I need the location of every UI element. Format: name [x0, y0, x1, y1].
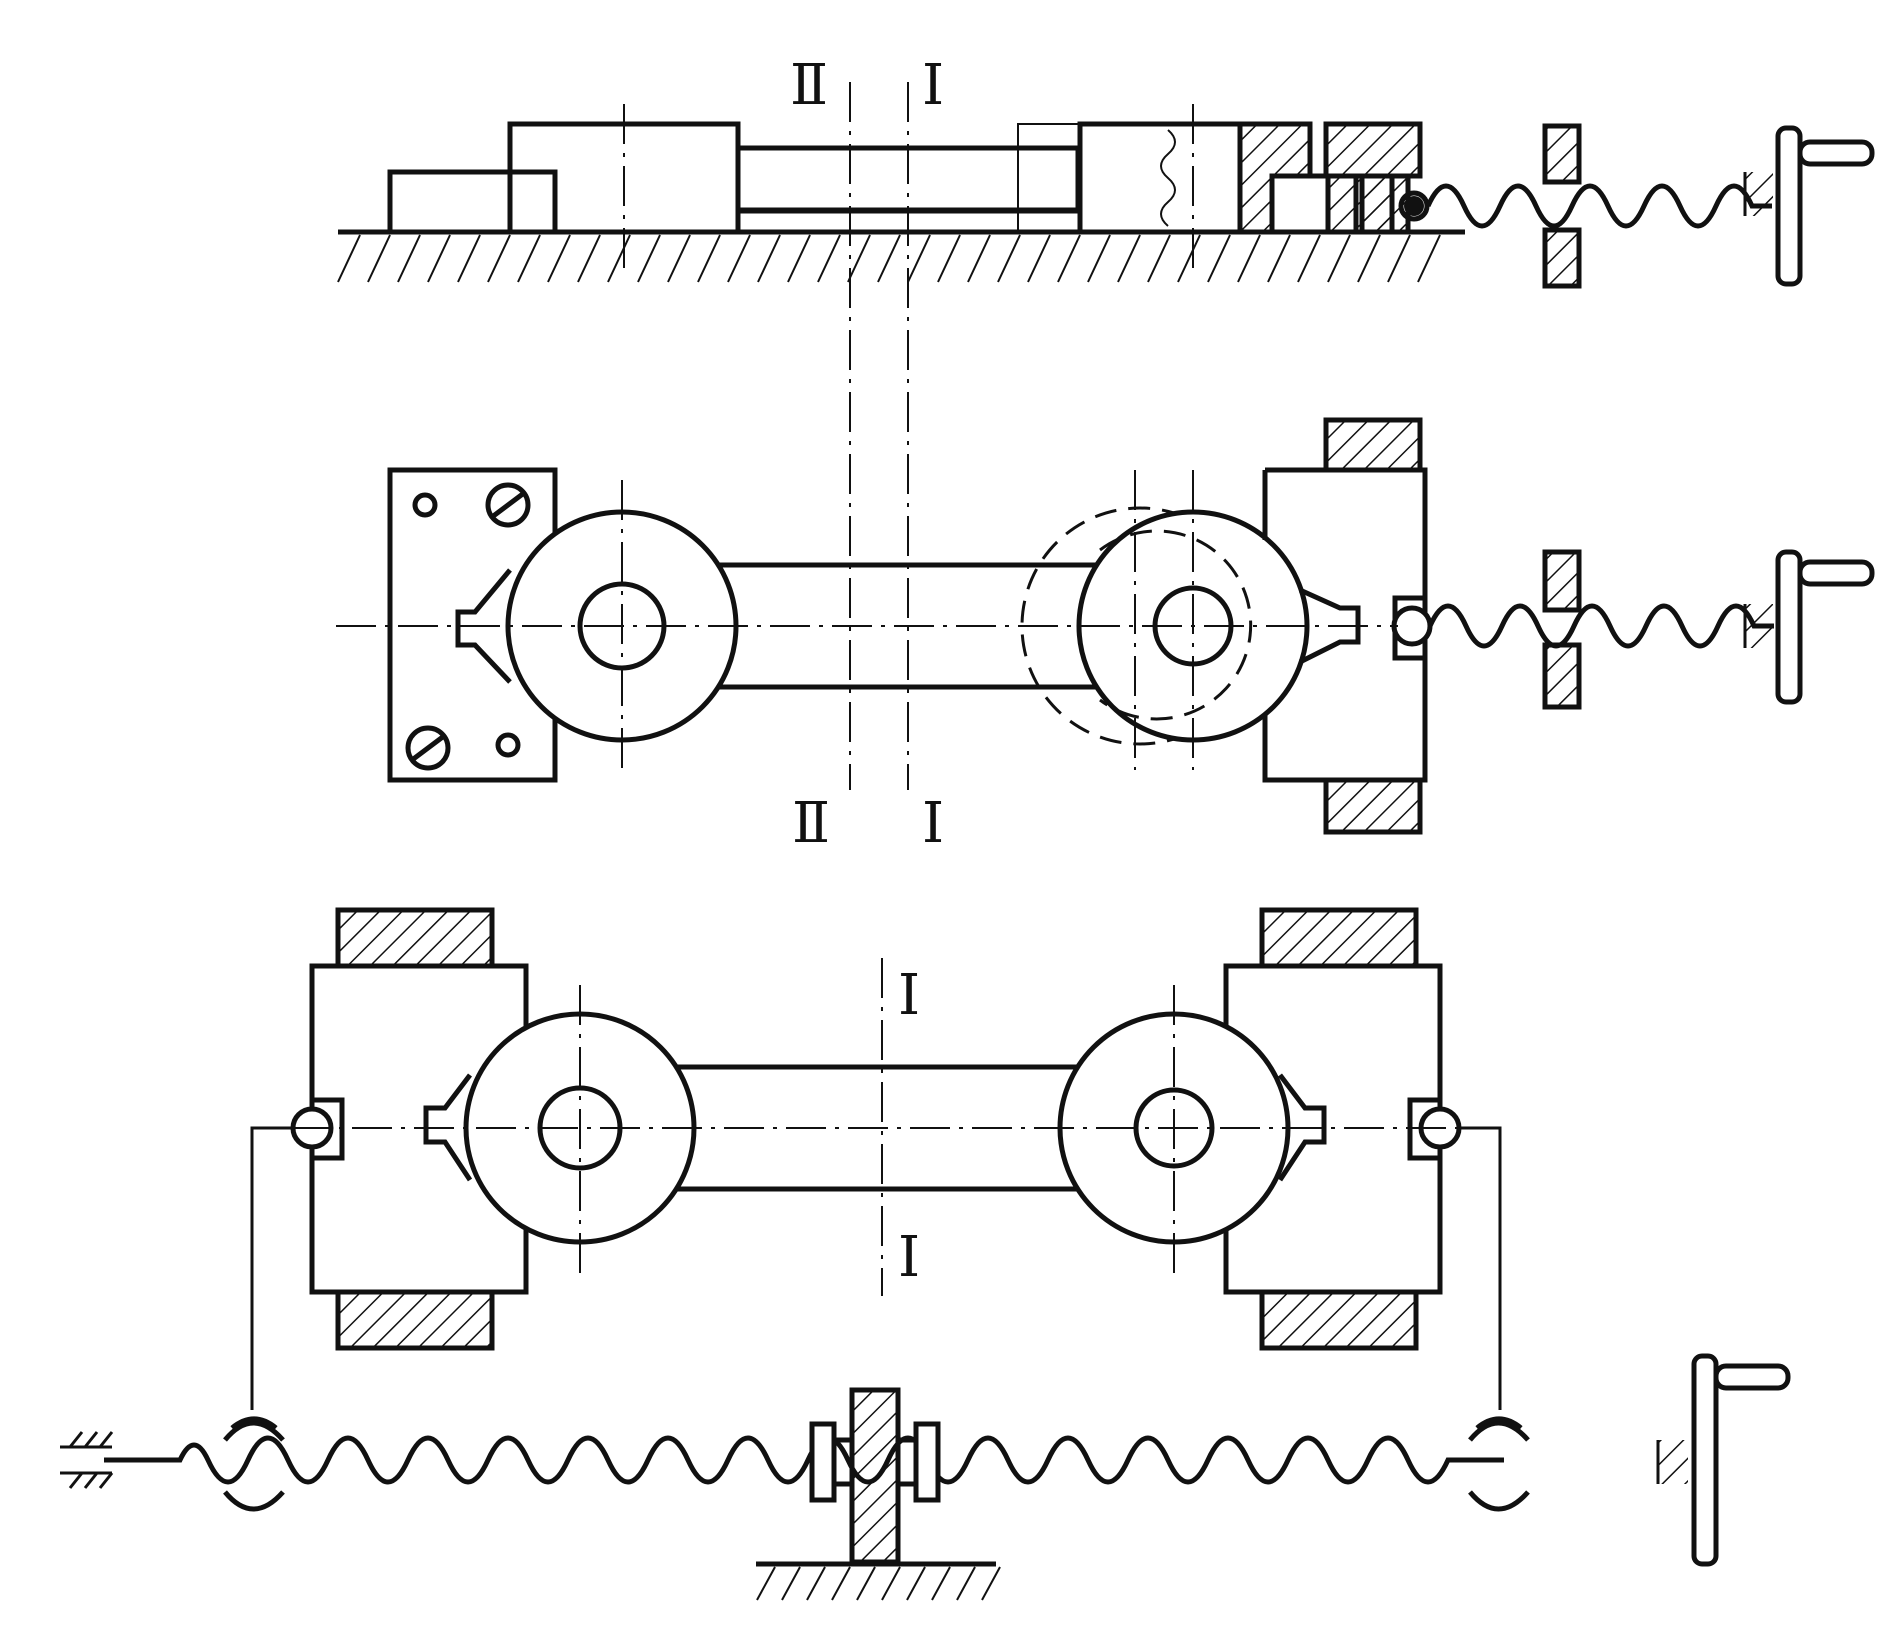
- base-block-top: [387, 169, 558, 235]
- section-label-top-right: Ⅰ: [922, 53, 944, 118]
- screw-hole-2: [495, 732, 521, 758]
- nut-plate-top-upper: [1542, 123, 1582, 185]
- middle-view: [336, 417, 1875, 835]
- screw-hole-1: [412, 492, 438, 518]
- bar-end-thin: [1017, 123, 1081, 233]
- crank-handle-top: [1743, 125, 1875, 287]
- center-nut-left: [809, 1421, 837, 1503]
- screw-slot-1: [485, 482, 531, 528]
- top-view: [337, 104, 1875, 289]
- bottom-view: [60, 907, 1791, 1601]
- center-support-post: [849, 1387, 901, 1565]
- ball-joint-mid: [1391, 605, 1433, 647]
- left-fixed-end: [60, 1431, 114, 1489]
- right-housing-top: [1077, 121, 1243, 235]
- screw-slot-2: [405, 725, 451, 771]
- crank-handle-mid: [1743, 549, 1875, 705]
- section-lines: [849, 82, 909, 790]
- lead-screw-mid: [1427, 603, 1774, 649]
- nut-plate-mid-lower: [1542, 642, 1582, 710]
- ground-hatch-top: [337, 234, 1441, 283]
- left-nut-bottom: [223, 1416, 285, 1512]
- ball-joint-top: [1398, 190, 1430, 222]
- lead-screw-bottom: [104, 1435, 1504, 1485]
- section-label-bottom-lower: Ⅰ: [898, 1225, 920, 1290]
- section-label-mid-left: Ⅱ: [792, 791, 830, 856]
- section-label-bottom-upper: Ⅰ: [898, 963, 920, 1028]
- nut-plate-mid-upper: [1542, 549, 1582, 613]
- guide-block-2: [1323, 121, 1423, 179]
- section-label-mid-right: Ⅰ: [922, 791, 944, 856]
- section-label-top-left: Ⅱ: [790, 53, 828, 118]
- right-nut-bottom: [1468, 1416, 1530, 1512]
- nut-plate-top-lower: [1542, 227, 1582, 289]
- lead-screw-top: [1425, 183, 1772, 229]
- crank-handle-bottom: [1656, 1353, 1791, 1567]
- center-nut-right: [913, 1421, 941, 1503]
